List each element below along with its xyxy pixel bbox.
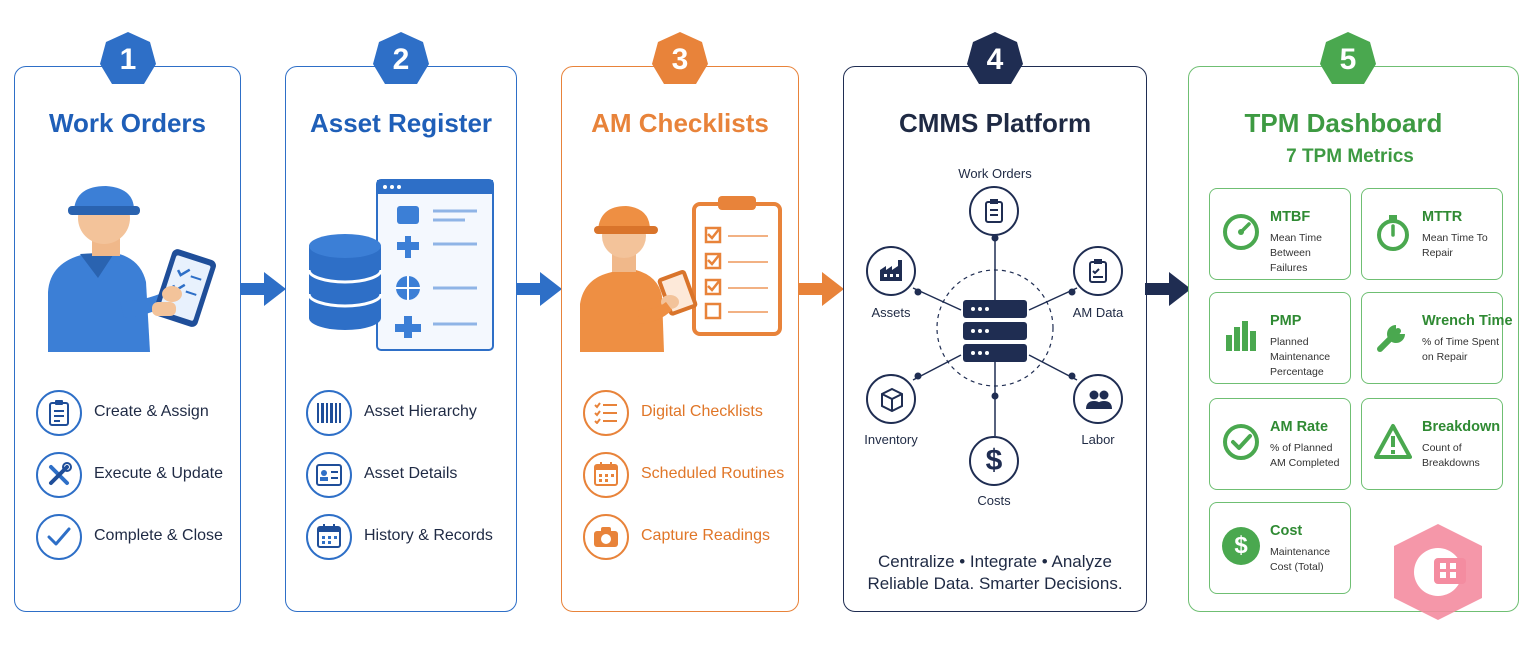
tools-icon	[49, 462, 72, 485]
technician-tablet-illustration	[48, 186, 216, 352]
panel-title-work-orders: Work Orders	[48, 108, 206, 138]
stopwatch-icon	[1377, 215, 1409, 251]
people-icon	[1086, 390, 1112, 409]
tpm-subtitle: 7 TPM Metrics	[1286, 146, 1414, 167]
step-number-3: 3	[671, 43, 689, 76]
wrench-icon	[1377, 325, 1405, 352]
cmms-hub-diagram	[912, 234, 1078, 436]
database-register-illustration	[307, 179, 494, 351]
node-labor	[1073, 374, 1123, 424]
checklist-icon	[594, 402, 617, 424]
calendar-icon	[594, 462, 618, 486]
node-inventory	[866, 374, 916, 424]
node-label-assets: Assets	[871, 305, 911, 320]
metric-card-mttr: MTTR Mean Time To Repair	[1361, 188, 1503, 280]
step-badge-2	[373, 32, 429, 84]
step-number-5: 5	[1339, 43, 1357, 76]
step-badge-5	[1320, 32, 1376, 84]
calendar-icon	[317, 524, 341, 548]
check-circle-icon	[1223, 424, 1259, 460]
cmms-tagline: Centralize • Integrate • Analyze	[878, 552, 1112, 571]
flow-arrow-4	[1145, 272, 1191, 306]
clipboard-icon	[985, 199, 1003, 223]
node-am-data	[1073, 246, 1123, 296]
panel-title-cmms-platform: CMMS Platform	[898, 108, 1092, 138]
panel-title-asset-register: Asset Register	[309, 108, 493, 138]
metric-card-breakdown: Breakdown Count of Breakdowns	[1361, 398, 1503, 490]
id-card-icon	[316, 464, 342, 486]
step-badge-3	[652, 32, 708, 84]
panel-title-tpm-dashboard: TPM Dashboard	[1244, 108, 1443, 138]
node-label-labor: Labor	[1081, 432, 1115, 447]
cmms-tagline-2: Reliable Data. Smarter Decisions.	[867, 574, 1123, 593]
flow-arrow-2	[516, 272, 562, 306]
gauge-icon	[1223, 214, 1259, 250]
node-label-am-data: AM Data	[1072, 305, 1124, 320]
panel-title-am-checklists: AM Checklists	[591, 108, 769, 138]
barcode-icon	[317, 403, 341, 423]
metric-card-mtbf: MTBF Mean Time Between Failures	[1209, 188, 1351, 280]
flow-arrow-1	[240, 272, 286, 306]
step-badge-4	[967, 32, 1023, 84]
step-badge-1	[100, 32, 156, 84]
step-number-2: 2	[392, 43, 410, 76]
flow-arrow-3	[798, 272, 844, 306]
dollar-icon: $	[985, 444, 1003, 477]
node-label-work-orders: Work Orders	[958, 166, 1032, 181]
clipboard-icon	[49, 400, 69, 426]
camera-icon	[594, 527, 618, 547]
bar-chart-icon	[1226, 321, 1256, 351]
node-costs: $	[969, 436, 1019, 486]
metric-card-wrench-time: Wrench Time % of Time Spent on Repair	[1361, 292, 1513, 384]
node-assets	[866, 246, 916, 296]
metric-card-pmp: PMP Planned Maintenance Percentage	[1209, 292, 1351, 384]
checklist-clipboard-icon	[1089, 259, 1107, 283]
warning-icon	[1374, 424, 1412, 459]
watermark-logo	[1394, 524, 1482, 620]
operator-checklist-illustration	[580, 196, 782, 352]
node-work-orders	[969, 186, 1019, 236]
checkmark-icon	[47, 527, 71, 546]
node-label-costs: Costs	[977, 493, 1011, 508]
metric-card-am-rate: AM Rate % of Planned AM Completed	[1209, 398, 1351, 490]
box-icon	[881, 387, 903, 413]
dollar-icon: $	[1222, 527, 1260, 565]
step-number-4: 4	[986, 43, 1004, 76]
factory-icon	[880, 260, 902, 281]
metric-card-cost: $ Cost Maintenance Cost (Total)	[1209, 502, 1351, 594]
node-label-inventory: Inventory	[864, 432, 918, 447]
step-number-1: 1	[119, 43, 137, 76]
